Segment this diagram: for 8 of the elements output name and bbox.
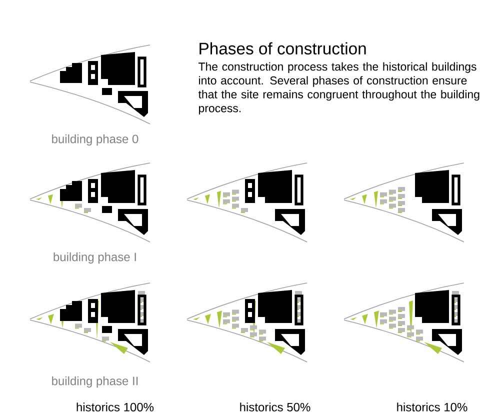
phase-label: building phase I	[54, 252, 136, 264]
historics-label: historics 100%	[76, 402, 154, 412]
description-text: The construction process takes the historical buildings into account. Several phases of construction ensure that the site remains congruent throughout the building process.	[198, 62, 480, 115]
phase-label: building phase 0	[52, 134, 138, 146]
title: Phases of construction	[200, 42, 366, 54]
phase-label: building phase II	[52, 376, 138, 388]
historics-label: historics 50%	[240, 402, 310, 412]
historics-label: historics 10%	[397, 402, 468, 412]
